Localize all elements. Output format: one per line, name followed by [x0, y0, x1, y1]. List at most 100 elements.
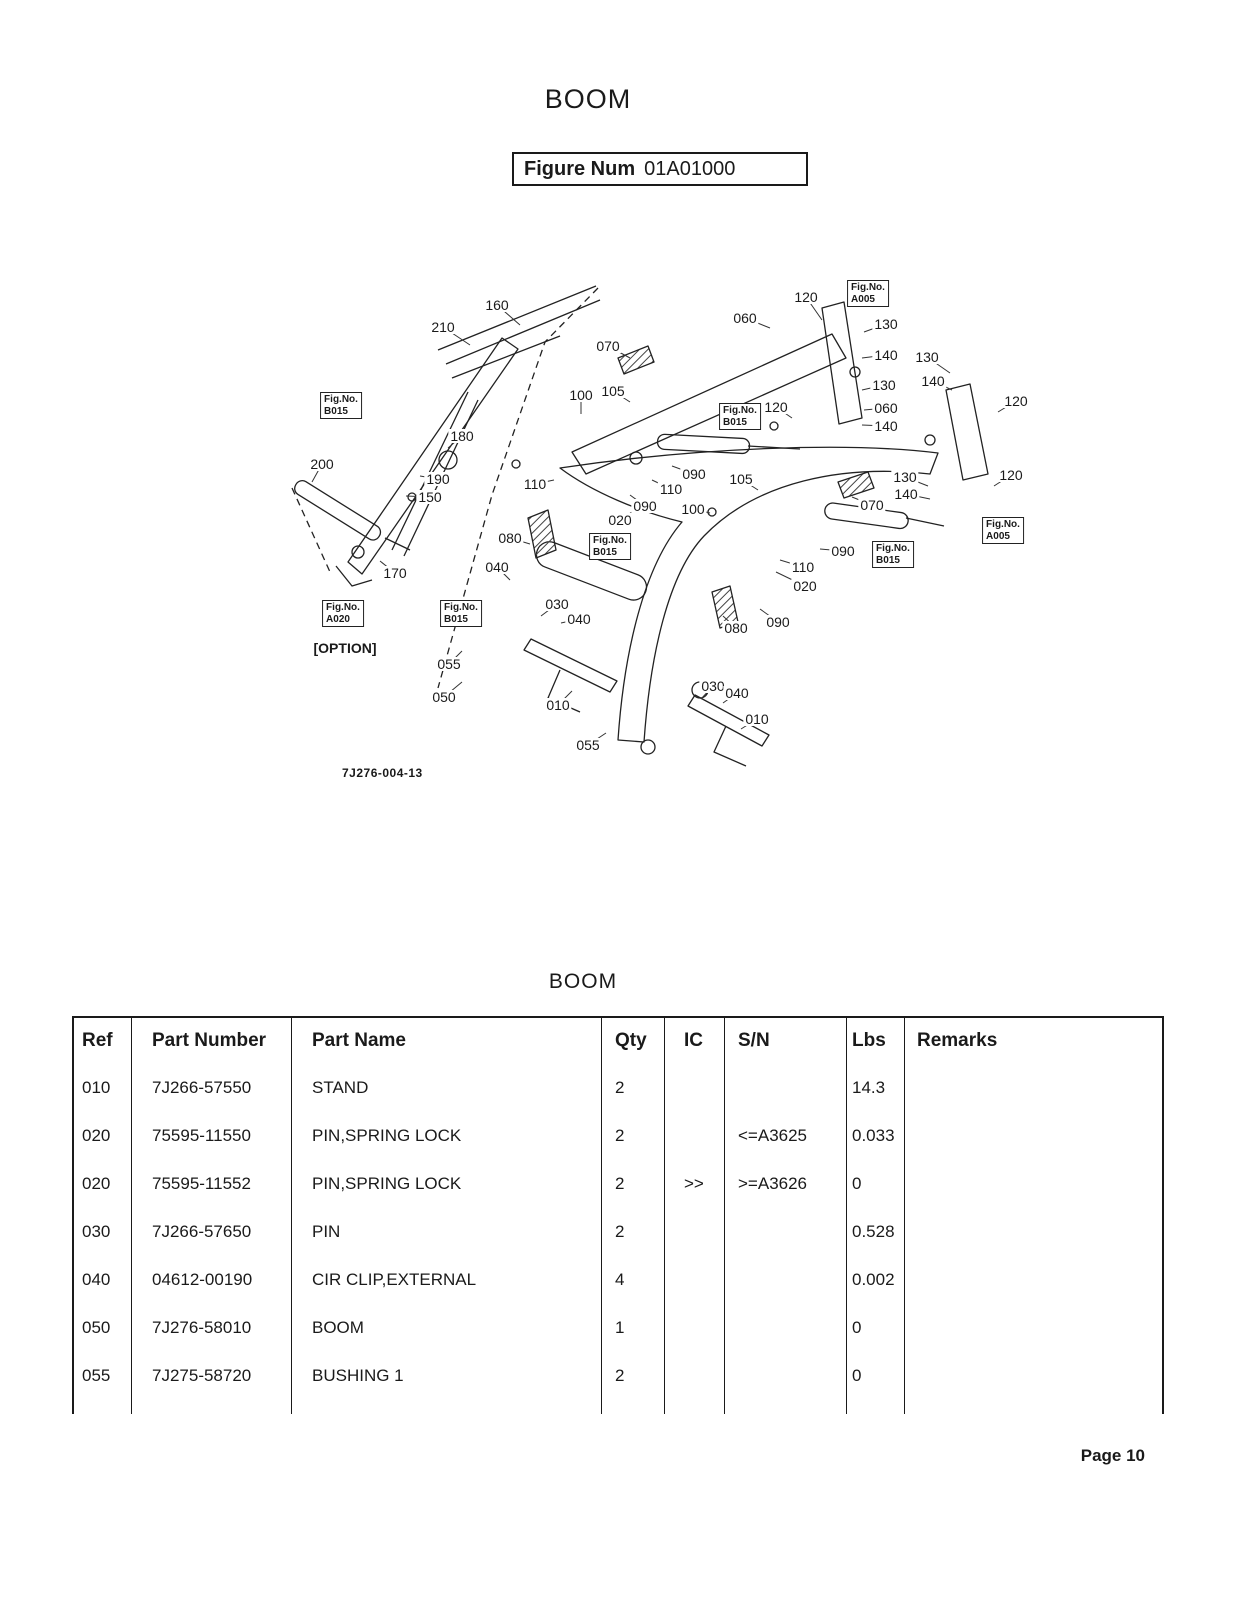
table-cell: 020 [74, 1112, 132, 1160]
figure-reference: Fig.No.B015 [872, 541, 914, 568]
part-callout: 150 [416, 489, 444, 505]
part-callout: 040 [483, 559, 511, 575]
table-cell: 4 [602, 1256, 665, 1304]
table-cell: 010 [74, 1064, 132, 1112]
part-callout: 105 [727, 471, 755, 487]
part-callout: 120 [1002, 393, 1030, 409]
figure-reference: Fig.No.B015 [589, 533, 631, 560]
part-callout: 040 [565, 611, 593, 627]
table-cell: 050 [74, 1304, 132, 1352]
part-callout: 120 [997, 467, 1025, 483]
table-cell [725, 1304, 847, 1352]
figure-reference: Fig.No.A020 [322, 600, 364, 627]
figure-reference: Fig.No.A005 [982, 517, 1024, 544]
table-cell: 0.002 [847, 1256, 905, 1304]
table-cell: 2 [602, 1064, 665, 1112]
table-cell: 75595-11552 [132, 1160, 292, 1208]
table-filler-cell [665, 1400, 725, 1414]
part-callout: 010 [743, 711, 771, 727]
column-header-qty: Qty [602, 1018, 665, 1064]
table-cell: 7J276-58010 [132, 1304, 292, 1352]
part-callout: 140 [872, 347, 900, 363]
table-cell: 0 [847, 1352, 905, 1400]
table-cell [905, 1208, 1162, 1256]
part-callout: 060 [731, 310, 759, 326]
table-cell [905, 1112, 1162, 1160]
table-cell: 7J266-57650 [132, 1208, 292, 1256]
table-cell: BUSHING 1 [292, 1352, 602, 1400]
column-header-lbs: Lbs [847, 1018, 905, 1064]
part-callout: 110 [657, 481, 685, 497]
part-callout: 140 [919, 373, 947, 389]
part-callout: 130 [872, 316, 900, 332]
table-filler-cell [74, 1400, 132, 1414]
part-callout: 080 [496, 530, 524, 546]
part-callout: 090 [764, 614, 792, 630]
table-cell [905, 1352, 1162, 1400]
part-callout: 090 [829, 543, 857, 559]
table-title: BOOM [548, 970, 618, 993]
page-number: Page 10 [1080, 1446, 1145, 1465]
part-callout: 130 [870, 377, 898, 393]
part-callout: 055 [574, 737, 602, 753]
table-cell: 14.3 [847, 1064, 905, 1112]
table-cell: 2 [602, 1352, 665, 1400]
table-cell: 2 [602, 1208, 665, 1256]
part-callout: 120 [792, 289, 820, 305]
figure-reference: Fig.No.B015 [320, 392, 362, 419]
table-cell [665, 1256, 725, 1304]
table-cell: 0 [847, 1304, 905, 1352]
column-header-s-n: S/N [725, 1018, 847, 1064]
option-label: [OPTION] [313, 640, 377, 656]
table-cell: STAND [292, 1064, 602, 1112]
part-callout: 100 [679, 501, 707, 517]
table-cell [665, 1112, 725, 1160]
table-cell: 0 [847, 1160, 905, 1208]
part-callout: 190 [424, 471, 452, 487]
part-callout: 140 [872, 418, 900, 434]
table-cell: 7J266-57550 [132, 1064, 292, 1112]
figure-num-label: Figure Num [524, 157, 636, 180]
part-callout: 210 [429, 319, 457, 335]
table-cell: 040 [74, 1256, 132, 1304]
column-header-part-number: Part Number [132, 1018, 292, 1064]
table-cell: PIN [292, 1208, 602, 1256]
figure-reference: Fig.No.B015 [719, 403, 761, 430]
part-callout: 060 [872, 400, 900, 416]
part-callout: 020 [606, 512, 634, 528]
column-header-ref: Ref [74, 1018, 132, 1064]
table-filler-cell [292, 1400, 602, 1414]
part-callout: 030 [543, 596, 571, 612]
part-callout: 070 [858, 497, 886, 513]
diagram-code: 7J276-004-13 [342, 766, 423, 780]
part-callout: 020 [791, 578, 819, 594]
part-callout: 130 [891, 469, 919, 485]
table-cell [725, 1256, 847, 1304]
table-cell [725, 1064, 847, 1112]
part-callout: 090 [631, 498, 659, 514]
table-cell: >=A3626 [725, 1160, 847, 1208]
table-cell [905, 1160, 1162, 1208]
table-cell: 7J275-58720 [132, 1352, 292, 1400]
table-cell: 1 [602, 1304, 665, 1352]
part-callout: 200 [308, 456, 336, 472]
table-cell [725, 1208, 847, 1256]
part-callout: 070 [594, 338, 622, 354]
table-cell [905, 1256, 1162, 1304]
page-title: BOOM [544, 84, 632, 114]
part-callout: 170 [381, 565, 409, 581]
part-callout: 110 [789, 559, 817, 575]
table-cell [905, 1304, 1162, 1352]
part-callout: 080 [722, 620, 750, 636]
table-cell [665, 1304, 725, 1352]
table-cell: <=A3625 [725, 1112, 847, 1160]
part-callout: 100 [567, 387, 595, 403]
part-callout: 180 [448, 428, 476, 444]
table-cell: >> [665, 1160, 725, 1208]
column-header-part-name: Part Name [292, 1018, 602, 1064]
table-cell: 020 [74, 1160, 132, 1208]
